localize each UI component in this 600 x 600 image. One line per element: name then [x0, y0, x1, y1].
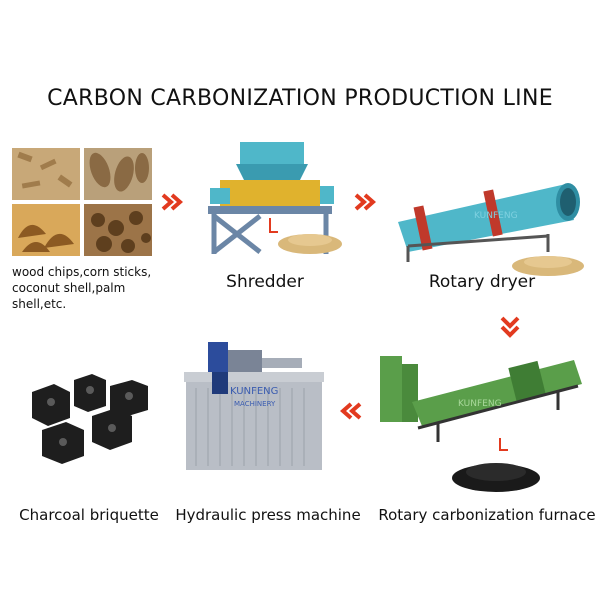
- arrow-down-icon: [500, 316, 520, 338]
- carbonization-furnace-caption: Rotary carbonization furnace: [378, 506, 596, 524]
- arrow-right-icon: [354, 193, 376, 211]
- arrow-left-icon: [340, 402, 362, 420]
- hydraulic-press-image: KUNFENG MACHINERY: [184, 342, 324, 470]
- rotary-dryer-caption: Rotary dryer: [428, 272, 536, 292]
- raw-materials-caption: wood chips,corn sticks, coconut shell,pa…: [12, 265, 152, 311]
- dryer-watermark: KUNFENG: [474, 211, 518, 221]
- shredder-caption: Shredder: [226, 272, 304, 292]
- hydraulic-press-caption: Hydraulic press machine: [175, 506, 361, 524]
- rotary-dryer-image: KUNFENG: [398, 183, 584, 276]
- page-title: CARBON CARBONIZATION PRODUCTION LINE: [47, 86, 553, 111]
- press-watermark-sub: MACHINERY: [234, 400, 276, 408]
- press-watermark: KUNFENG: [230, 386, 278, 397]
- shredder-image: [208, 142, 342, 254]
- arrow-right-icon: [161, 193, 183, 211]
- carbonization-furnace-image: KUNFENG: [380, 356, 582, 492]
- raw-materials-image: [12, 148, 152, 256]
- charcoal-briquette-image: [32, 374, 148, 464]
- charcoal-briquette-caption: Charcoal briquette: [19, 506, 159, 524]
- furnace-watermark: KUNFENG: [458, 399, 502, 409]
